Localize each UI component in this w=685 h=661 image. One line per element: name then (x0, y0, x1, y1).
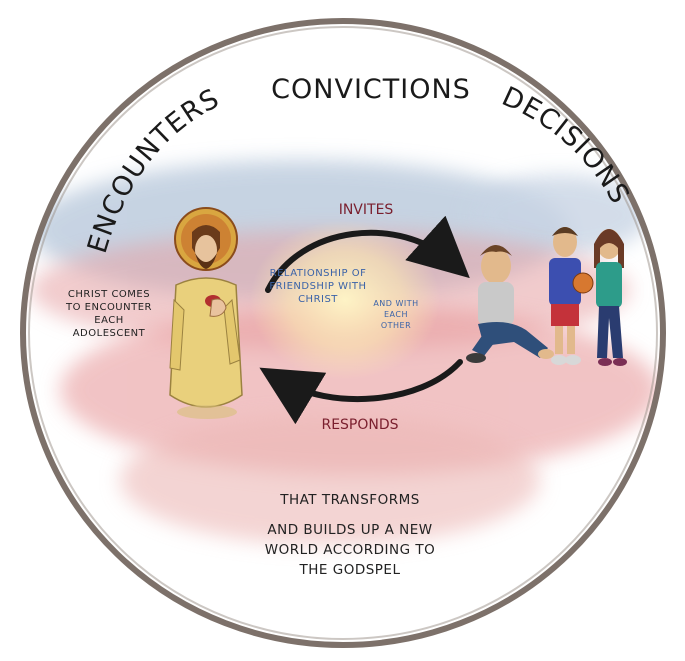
responds-label: RESPONDS (321, 417, 398, 433)
christ-figure-icon (169, 207, 243, 419)
relationship-text: RELATIONSHIP OF FRIENDSHIP WITH CHRIST (269, 268, 367, 305)
curved-arrow-left-icon (259, 359, 463, 425)
light-glow (250, 220, 440, 380)
adolescents-group-icon (466, 227, 627, 366)
that-transforms-text: THAT TRANSFORMS (280, 492, 420, 508)
outer-circle-inner-stroke (28, 26, 658, 640)
invites-label: INVITES (339, 202, 394, 218)
curved-arrow-right-icon (265, 215, 470, 293)
outer-circle (20, 18, 666, 648)
red-wash-bottom (120, 415, 540, 545)
builds-new-world-text: AND BUILDS UP A NEW WORLD ACCORDING TO T… (264, 522, 436, 578)
and-with-each-other-text: AND WITH EACH OTHER (373, 299, 419, 330)
christ-comes-text: CHRIST COMES TO ENCOUNTER EACH ADOLESCEN… (66, 289, 152, 339)
convictions-word: CONVICTIONS (271, 74, 471, 105)
